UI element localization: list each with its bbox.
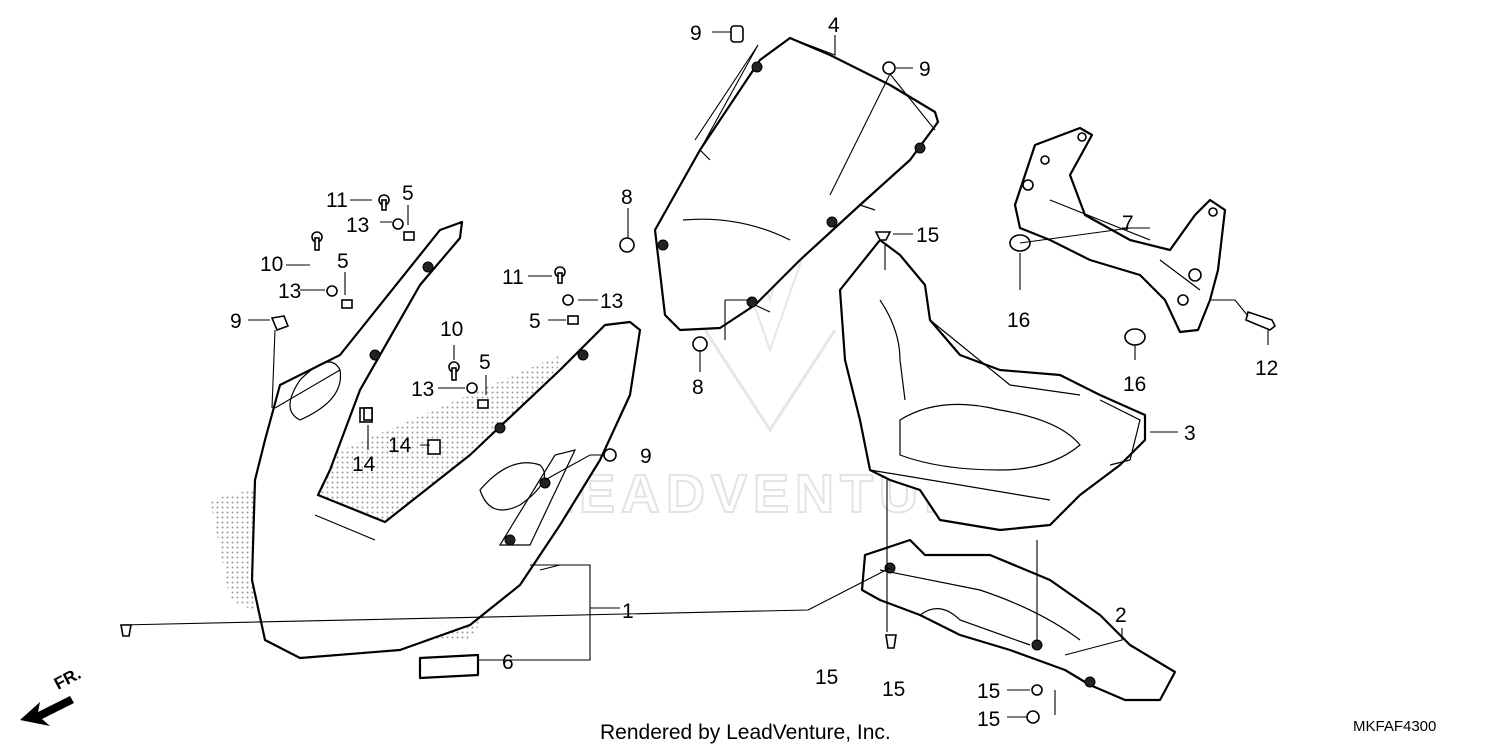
callout-3: 3 [1184,422,1196,445]
callout-15d: 15 [977,680,1000,703]
lower-inner-panel[interactable] [860,538,1177,702]
callout-11b: 11 [502,266,524,289]
callout-5c: 5 [479,351,491,374]
cowl-stay[interactable] [1013,126,1227,334]
callout-8a: 8 [621,186,633,209]
callout-13b: 13 [278,280,301,303]
callout-12: 12 [1255,357,1278,380]
front-direction-indicator: FR. [20,664,84,726]
callout-13d: 13 [411,378,434,401]
leader-lines [120,31,1269,718]
callout-8b: 8 [692,376,704,399]
front-direction-label: FR. [51,664,84,694]
cowl-pad [418,653,480,680]
callout-10a: 10 [260,253,283,276]
callout-13c: 13 [600,290,623,313]
callout-14a: 14 [352,453,376,476]
callout-6: 6 [502,651,514,674]
callout-15a: 15 [916,224,939,247]
stay-outline [1013,126,1227,334]
callout-10b: 10 [440,318,463,341]
upper-cowl[interactable] [210,220,642,680]
callout-9c: 9 [640,445,652,468]
callout-16a: 16 [1007,309,1030,332]
callout-15b: 15 [815,666,838,689]
callout-2: 2 [1115,604,1127,627]
callout-9b: 9 [919,58,931,81]
clip-14-right [427,439,441,455]
inner-panel[interactable] [838,238,1147,532]
callout-5a: 5 [402,182,414,205]
callout-14b: 14 [388,434,412,457]
diagram-code: MKFAF4300 [1353,718,1436,735]
front-arrow-icon [20,696,74,726]
callout-9d: 9 [230,310,242,333]
rendered-by-text: Rendered by LeadVenture, Inc. [600,721,891,744]
windscreen-outline [653,36,940,332]
callout-15c: 15 [882,678,905,701]
inner-panel-outline [838,238,1147,532]
callout-15e: 15 [977,708,1000,731]
callout-13a: 13 [346,214,369,237]
callout-4: 4 [828,14,840,37]
callout-9a: 9 [690,22,702,45]
callout-16b: 16 [1123,373,1146,396]
hardware [120,25,1277,724]
callout-5d: 5 [529,310,541,333]
callout-7: 7 [1122,212,1134,235]
windscreen[interactable] [653,36,940,332]
callout-5b: 5 [337,250,349,273]
callout-1: 1 [622,600,634,623]
callouts: 1 2 3 4 5 5 5 5 6 7 8 8 9 9 9 9 10 10 11… [230,14,1278,731]
callout-11a: 11 [326,189,348,212]
lower-panel-outline [860,538,1177,702]
